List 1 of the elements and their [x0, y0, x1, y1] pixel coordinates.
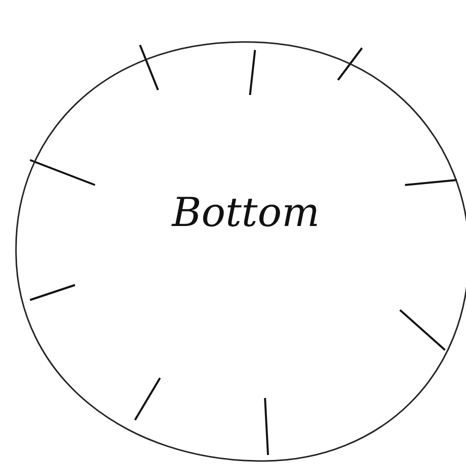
handwritten-label: Bottom — [172, 190, 320, 236]
